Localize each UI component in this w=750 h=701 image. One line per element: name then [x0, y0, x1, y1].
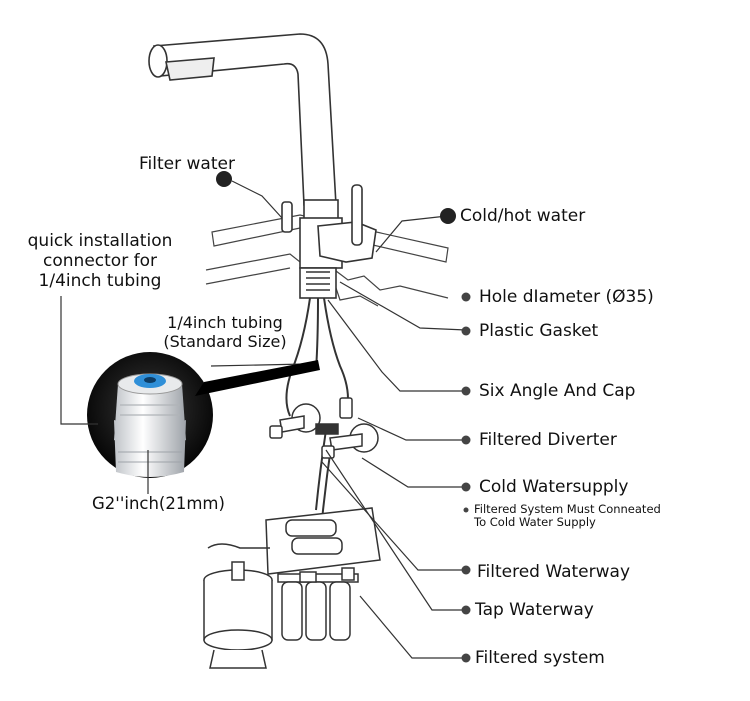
label-note-line2: To Cold Water Supply — [474, 515, 596, 529]
label-tubing-line1: 1/4inch tubing — [167, 313, 283, 332]
bullet-dots — [461, 292, 471, 663]
label-quick-connector: quick installation connector for 1/4inch… — [10, 231, 190, 291]
label-filter-water: Filter water — [139, 154, 235, 174]
label-hole-diameter: Hole dIameter (Ø35) — [479, 287, 654, 307]
callout-lines — [60, 180, 467, 659]
label-quick-connector-line3: 1/4inch tubing — [38, 271, 162, 291]
label-filtered-system: Filtered system — [475, 648, 605, 668]
faucet-sketch — [148, 33, 377, 299]
diverter-valves-sketch — [269, 397, 379, 459]
label-filtered-diverter: Filtered Diverter — [479, 430, 617, 450]
label-quick-connector-line2: connector for — [43, 251, 157, 271]
filtration-system-sketch — [203, 507, 381, 669]
connector-pointer — [195, 360, 320, 396]
label-tubing-line2: (Standard Size) — [163, 332, 287, 351]
label-quick-connector-line1: quick installation — [27, 231, 173, 251]
connector-zoom-inset — [87, 352, 213, 478]
label-six-angle-cap: Six Angle And Cap — [479, 381, 636, 401]
label-note-line1: Filtered System Must Conneated — [474, 502, 661, 516]
label-g2-inch: G2''inch(21mm) — [92, 494, 225, 513]
label-tubing: 1/4inch tubing (Standard Size) — [140, 313, 310, 351]
label-tap-waterway: Tap Waterway — [475, 600, 594, 620]
label-plastic-gasket: Plastic Gasket — [479, 321, 599, 341]
label-cold-watersupply: Cold Watersupply — [479, 477, 629, 497]
label-cold-hot-water: Cold/hot water — [460, 206, 586, 226]
label-cold-watersupply-note: Filtered System Must Conneated To Cold W… — [474, 503, 661, 529]
callout-dots — [216, 171, 456, 224]
label-filtered-waterway: Filtered Waterway — [477, 562, 631, 582]
